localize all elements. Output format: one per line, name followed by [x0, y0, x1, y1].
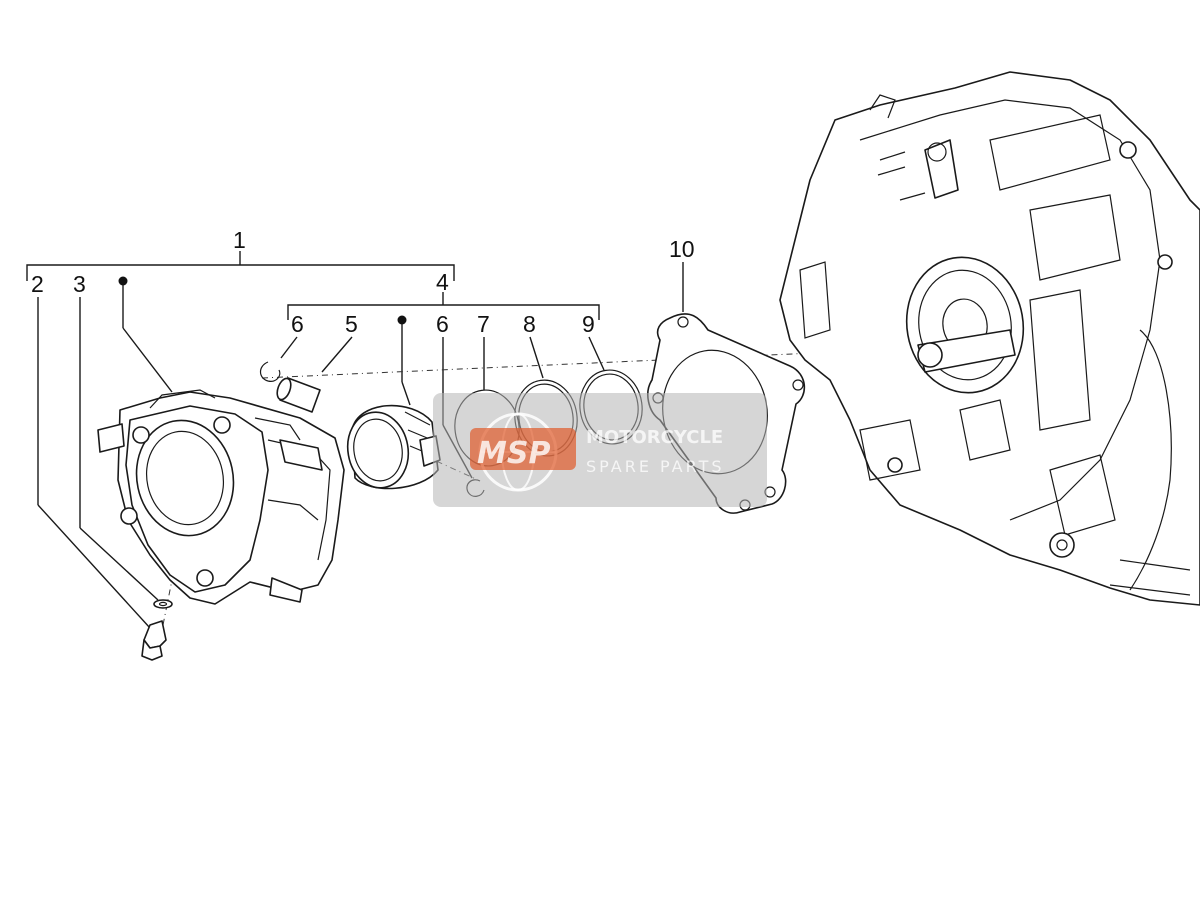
watermark-line2: SPARE PARTS — [586, 457, 725, 476]
watermark: MSP MOTORCYCLE SPARE PARTS — [433, 393, 767, 507]
watermark-logo: MSP — [477, 436, 550, 471]
watermark-logo-badge — [470, 428, 576, 470]
callout-1: 1 — [233, 227, 246, 253]
callout-4: 4 — [436, 269, 449, 295]
callout-10: 10 — [669, 236, 695, 262]
callout-2: 2 — [31, 271, 44, 297]
watermark-panel — [433, 393, 767, 507]
watermark-line1: MOTORCYCLE — [586, 427, 723, 448]
callout-3: 3 — [73, 271, 86, 297]
leader-lines — [26, 251, 881, 641]
washer-part — [153, 599, 173, 609]
marker-dot-cylinder — [118, 276, 128, 286]
callout-labels: 1 2 3 4 6 5 6 7 8 9 10 — [31, 227, 695, 337]
piston-pin-part — [276, 377, 321, 413]
engine-crankcase — [779, 71, 1200, 606]
cylinder-part — [97, 389, 345, 605]
marker-dot-piston — [397, 315, 407, 325]
callout-9: 9 — [582, 311, 595, 337]
piston-part — [346, 404, 441, 490]
callout-7: 7 — [477, 311, 490, 337]
callout-8: 8 — [523, 311, 536, 337]
callout-6-right: 6 — [436, 311, 449, 337]
callout-6-left: 6 — [291, 311, 304, 337]
callout-5: 5 — [345, 311, 358, 337]
circlip-part-left — [259, 361, 281, 382]
bolt-part — [141, 620, 167, 661]
